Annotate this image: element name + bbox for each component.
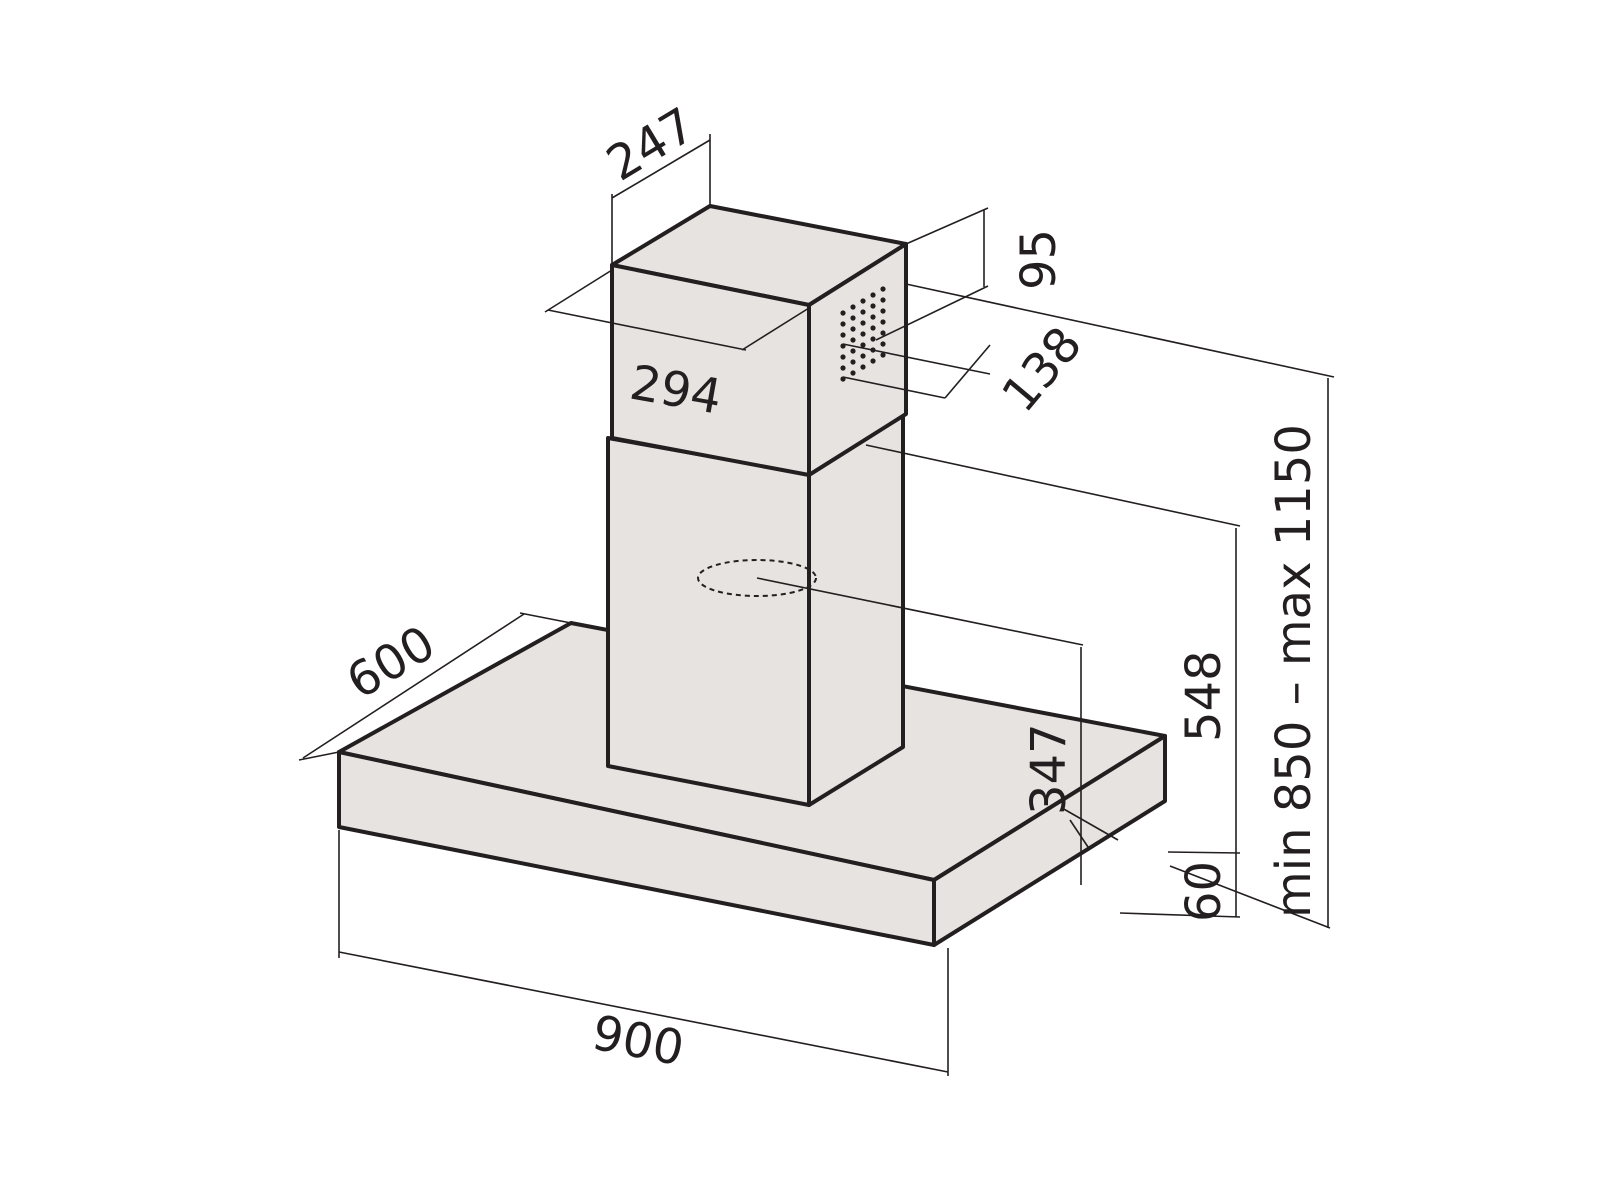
vent-hole <box>850 337 856 343</box>
dim-label-600: 600 <box>337 615 444 710</box>
vent-hole <box>880 319 886 325</box>
dim-label-total-height: min 850 – max 1150 <box>1266 424 1322 918</box>
vent-hole <box>860 353 866 359</box>
vent-hole <box>850 326 856 332</box>
vent-hole <box>880 330 886 336</box>
outlet-ellipse <box>697 559 817 597</box>
vent-hole <box>850 370 856 376</box>
vent-hole <box>840 354 846 360</box>
dim-label-247: 247 <box>597 97 704 192</box>
lower-chimney-front <box>606 436 811 807</box>
lower-chimney-side <box>807 412 905 807</box>
dim-label-138: 138 <box>991 317 1093 423</box>
vent-hole <box>880 308 886 314</box>
vent-hole <box>860 364 866 370</box>
vent-hole <box>880 352 886 358</box>
dim-label-347: 347 <box>1021 723 1077 815</box>
vent-hole <box>860 342 866 348</box>
canopy-side <box>932 734 1167 947</box>
vent-hole <box>870 314 876 320</box>
dim-label-60: 60 <box>1176 861 1232 922</box>
vent-hole <box>850 304 856 310</box>
vent-hole <box>840 332 846 338</box>
vent-hole <box>850 348 856 354</box>
vent-hole <box>880 297 886 303</box>
vent-hole <box>850 315 856 321</box>
vent-hole <box>860 331 866 337</box>
vent-hole <box>880 341 886 347</box>
vent-hole <box>860 298 866 304</box>
vent-hole <box>870 336 876 342</box>
vent-hole <box>840 310 846 316</box>
dim-label-900: 900 <box>588 1005 689 1077</box>
vent-hole <box>870 325 876 331</box>
vent-hole <box>840 365 846 371</box>
vent-hole <box>870 303 876 309</box>
dim-label-95: 95 <box>1011 229 1067 290</box>
vent-hole <box>880 286 886 292</box>
vent-hole <box>840 321 846 327</box>
vent-hole <box>870 358 876 364</box>
vent-hole <box>850 359 856 365</box>
dim-label-548: 548 <box>1176 650 1232 742</box>
dimension-lines <box>298 134 1335 1076</box>
vent-hole <box>860 309 866 315</box>
vent-hole <box>870 292 876 298</box>
vent-hole <box>860 320 866 326</box>
